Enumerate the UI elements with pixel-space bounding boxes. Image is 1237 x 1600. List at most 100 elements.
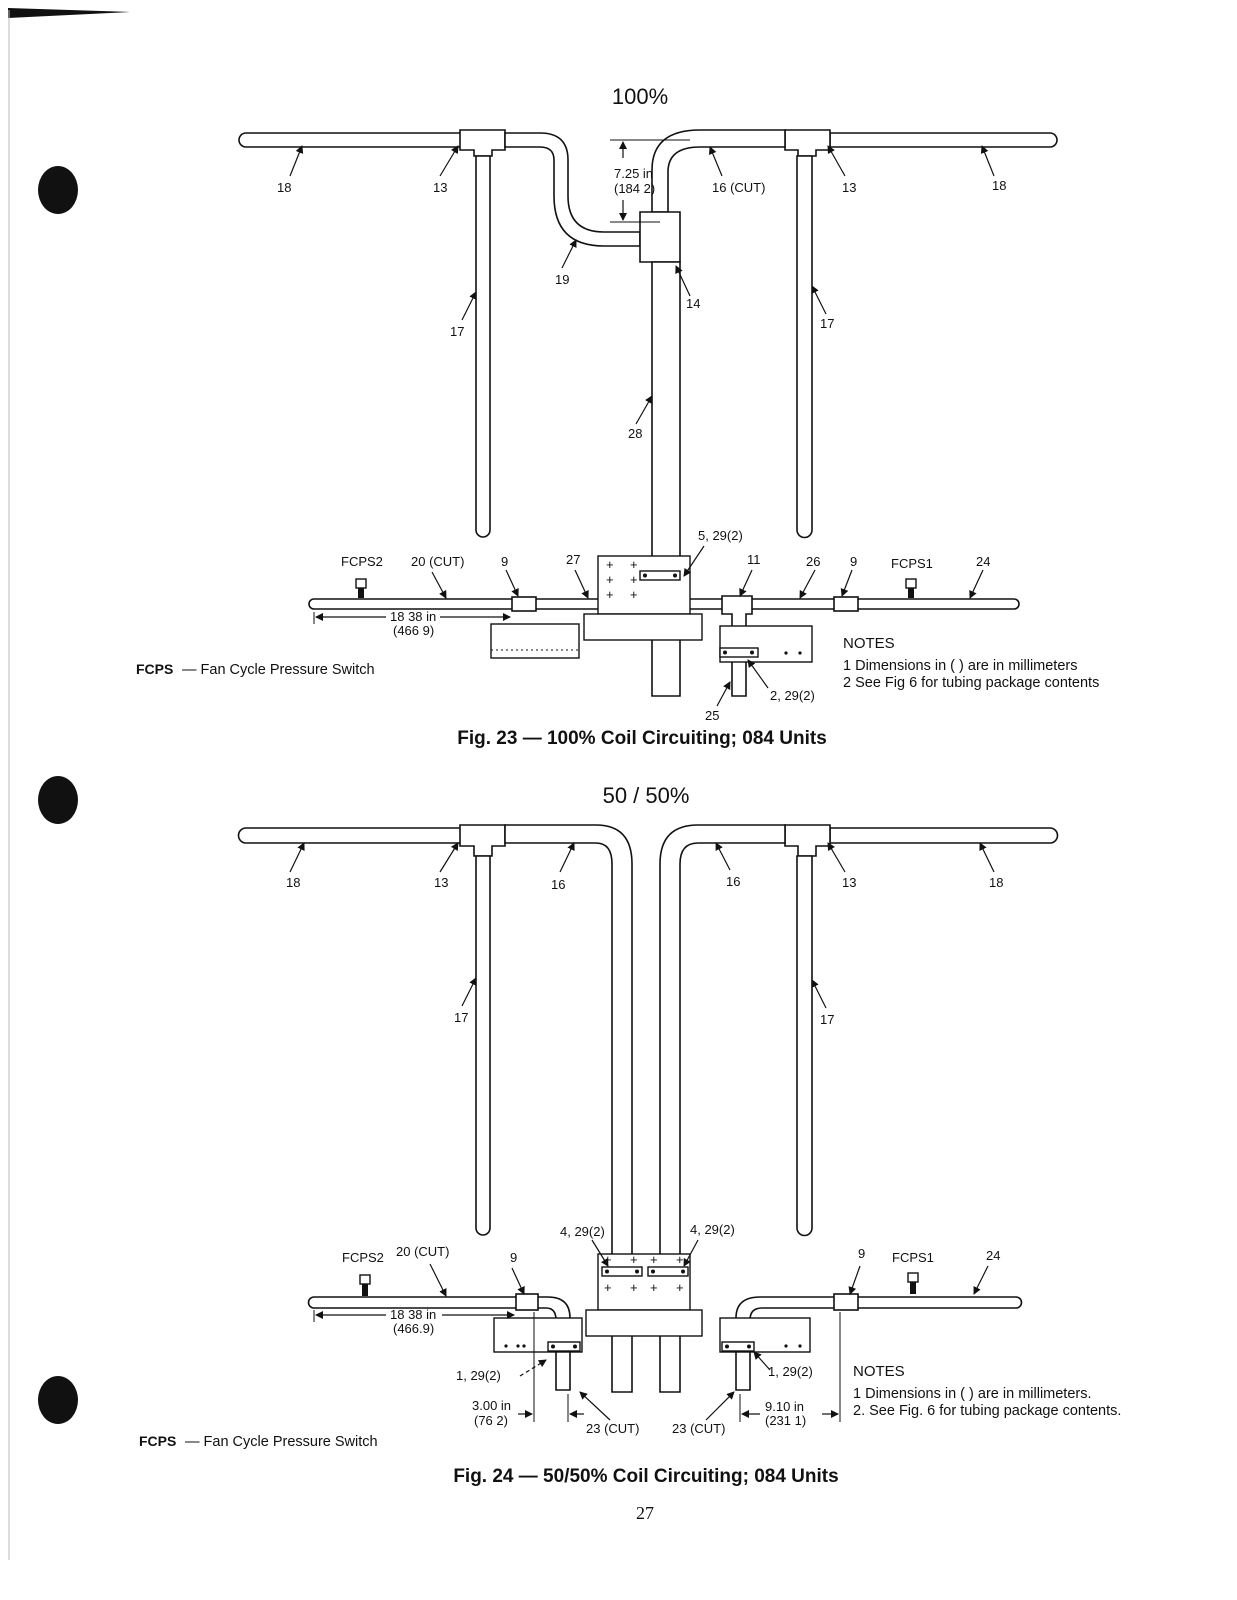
fig23-caption: Fig. 23 — 100% Coil Circuiting; 084 Unit…	[457, 728, 827, 749]
fig23-note-2: 2 See Fig 6 for tubing package contents	[843, 675, 1099, 691]
fig24-dim-left-in: 18 38 in	[390, 1307, 436, 1322]
fig24-lower-line-right	[735, 1296, 1023, 1391]
fig24-legend-value: — Fan Cycle Pressure Switch	[185, 1434, 378, 1450]
fig23-label-17-left: 17	[450, 324, 464, 339]
fig23-label-16-cut: 16 (CUT)	[712, 180, 765, 195]
fig24-label-18-left: 18	[286, 875, 300, 890]
fig23-label-19: 19	[555, 272, 569, 287]
fig23-label-17-right: 17	[820, 316, 834, 331]
fig23-note-1: 1 Dimensions in ( ) are in millimeters	[843, 658, 1077, 674]
fig23-fcps2-switch-icon	[355, 578, 367, 598]
fig24-coupling-9-left	[515, 1293, 539, 1311]
fig24-label-13-left: 13	[434, 875, 448, 890]
fig23-label-5-29: 5, 29(2)	[698, 528, 743, 543]
svg-text:+: +	[606, 557, 614, 572]
fig23-label-24: 24	[976, 554, 990, 569]
svg-text:+: +	[676, 1280, 684, 1295]
fig23-tee-right	[784, 129, 831, 157]
fig24-pipe-17-right	[796, 855, 813, 1237]
svg-text:+: +	[604, 1280, 612, 1295]
fig24-legend-key: FCPS	[139, 1433, 176, 1449]
fig23-tee-14	[639, 211, 681, 263]
fig23-pipe-19	[504, 132, 641, 247]
fig24-label-17-right: 17	[820, 1012, 834, 1027]
fig23-label-14: 14	[686, 296, 700, 311]
fig24-label-23-cut-right: 23 (CUT)	[672, 1421, 725, 1436]
fig23-label-fcps2: FCPS2	[341, 554, 383, 569]
svg-text:+: +	[650, 1252, 658, 1267]
svg-text:+: +	[630, 572, 638, 587]
fig24-label-9-right: 9	[858, 1246, 865, 1261]
fig23-legend-key: FCPS	[136, 661, 173, 677]
fig23-header-left	[238, 132, 471, 148]
fig24-fcps2-switch-icon	[359, 1274, 371, 1296]
fig24-clamp-1-left	[547, 1341, 581, 1352]
binder-hole-2	[38, 776, 78, 824]
svg-text:+: +	[606, 587, 614, 602]
fig23-label-18-left: 18	[277, 180, 291, 195]
fig23-label-fcps1: FCPS1	[891, 556, 933, 571]
fig24-label-4-29-right: 4, 29(2)	[690, 1222, 735, 1237]
fig23-label-13-left: 13	[433, 180, 447, 195]
fig23-label-9-left: 9	[501, 554, 508, 569]
fig24-label-fcps1: FCPS1	[892, 1250, 934, 1265]
fig24-center-base	[585, 1309, 703, 1337]
fig23-notes-title: NOTES	[843, 635, 895, 652]
fig24-label-9-left: 9	[510, 1250, 517, 1265]
fig23-tee-left	[459, 129, 506, 157]
fig24-label-1-29-right: 1, 29(2)	[768, 1364, 813, 1379]
svg-text:+: +	[630, 1280, 638, 1295]
fig24-notes-title: NOTES	[853, 1363, 905, 1380]
fig24-label-16-left: 16	[551, 877, 565, 892]
fig24-clamp-1-right	[721, 1341, 755, 1352]
fig24-dim-left-mm: (466.9)	[393, 1321, 434, 1336]
fig24-tee-left	[459, 824, 506, 857]
fig24-header-left	[237, 827, 471, 844]
fig23-heading: 100%	[612, 84, 668, 109]
fig23-coupling-9-right	[833, 596, 859, 612]
fig24-clamp-4-right	[647, 1266, 689, 1277]
fig24-caption: Fig. 24 — 50/50% Coil Circuiting; 084 Un…	[453, 1466, 838, 1487]
fig24-coupling-9-right	[833, 1293, 859, 1311]
fig23-box-left	[490, 623, 580, 659]
fig24-label-1-29-left: 1, 29(2)	[456, 1368, 501, 1383]
fig23-clamp-2	[719, 647, 759, 658]
svg-text:+: +	[650, 1280, 658, 1295]
fig23-label-27: 27	[566, 552, 580, 567]
fig23-label-11: 11	[747, 552, 761, 567]
fig23-fcps1-switch-icon	[905, 578, 917, 598]
page-number: 27	[636, 1503, 654, 1523]
fig24-label-23-cut-left: 23 (CUT)	[586, 1421, 639, 1436]
fig24-label-24: 24	[986, 1248, 1000, 1263]
fig24-header-right	[829, 827, 1059, 844]
fig23-clamp-5	[639, 570, 681, 581]
scan-corner-mark	[8, 8, 130, 18]
fig23-center-plate	[597, 555, 691, 615]
fig23-legend-value: — Fan Cycle Pressure Switch	[182, 662, 375, 678]
fig23-pipe-16	[651, 129, 786, 213]
fig23-header-right	[829, 132, 1058, 148]
fig24-heading: 50 / 50%	[603, 783, 690, 808]
fig23-coupling-9-left	[511, 596, 537, 612]
fig24-clamp-4-left	[601, 1266, 643, 1277]
svg-text:+: +	[606, 572, 614, 587]
fig23-label-2-29: 2, 29(2)	[770, 688, 815, 703]
fig23-label-25: 25	[705, 708, 719, 723]
svg-text:+: +	[630, 587, 638, 602]
fig23-dim-top-in: 7.25 in	[614, 166, 653, 181]
fig23-label-26: 26	[806, 554, 820, 569]
fig24-label-17-left: 17	[454, 1010, 468, 1025]
fig24-note-1: 1 Dimensions in ( ) are in millimeters.	[853, 1386, 1092, 1402]
fig23-center-base	[583, 613, 703, 641]
fig23-pipe-17-left	[475, 155, 491, 538]
fig24-label-13-right: 13	[842, 875, 856, 890]
figure-23: 100% 7.25 in (184 2)	[136, 84, 1099, 749]
fig24-dim-bl-in: 3.00 in	[472, 1398, 511, 1413]
fig24-label-18-right: 18	[989, 875, 1003, 890]
svg-text:+: +	[630, 1252, 638, 1267]
svg-text:+: +	[676, 1252, 684, 1267]
binder-hole-1	[38, 166, 78, 214]
fig23-label-9-right: 9	[850, 554, 857, 569]
fig23-plate-screws: ++ ++ ++	[606, 557, 638, 602]
